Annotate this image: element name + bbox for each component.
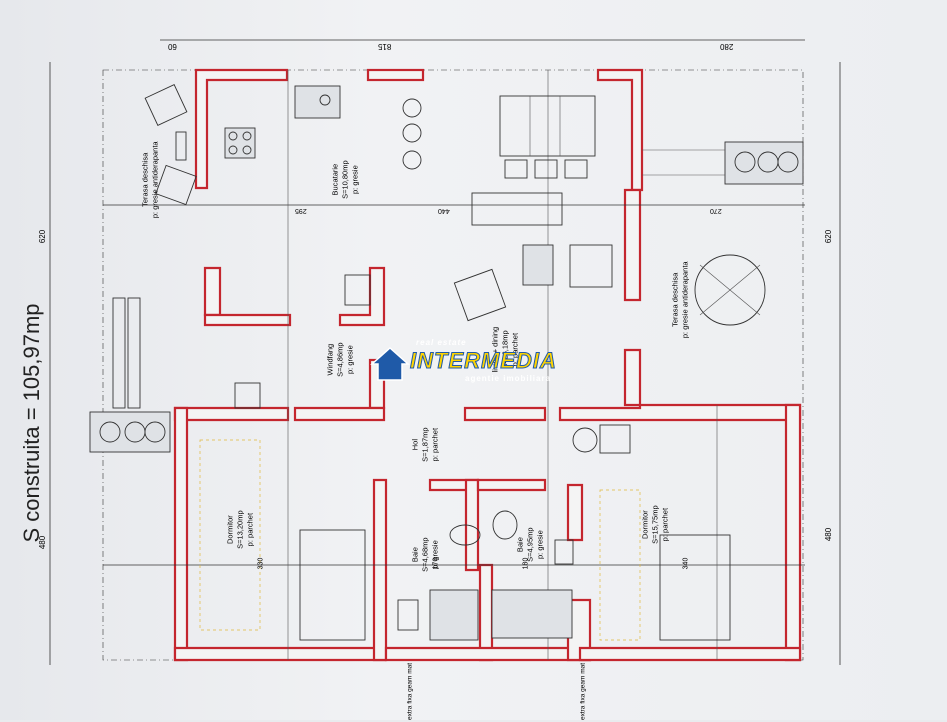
shower-icon: [429, 589, 479, 641]
wardrobe-1: [199, 439, 261, 631]
round-table-icon: [694, 254, 766, 326]
wall-bath2-top: [476, 478, 547, 492]
wall-bedroom2-right: [784, 403, 802, 662]
wall-mid-center: [463, 406, 547, 422]
house-logo-icon: [370, 346, 410, 381]
windfang-cabinet-icon: [344, 274, 371, 306]
dim-top-2: 815: [378, 42, 392, 51]
wall-dining-right: [596, 68, 644, 192]
bed-1-icon: [299, 529, 366, 641]
wall-mid-right: [558, 403, 802, 422]
dim-right-1: 620: [824, 229, 834, 244]
chair-icon: [599, 424, 631, 454]
wall-windfang-b: [203, 313, 292, 327]
wall-bedroom2-bottom: [578, 646, 802, 662]
wall-bath-bottom: [384, 646, 592, 662]
wall-kitchen-left: [194, 68, 289, 190]
wall-mid-left2: [293, 406, 386, 422]
washbasin-2-icon: [492, 510, 518, 540]
dim-row1-c: 270: [710, 207, 722, 214]
dim-right-2: 480: [824, 527, 834, 542]
wardrobe-2: [599, 489, 641, 641]
dim-top-1: 60: [168, 42, 177, 51]
wall-bath-divider-a: [464, 478, 480, 572]
wall-windfang-c: [338, 266, 386, 327]
terrace-chair-icon: [144, 84, 188, 126]
stool-icon: [402, 98, 422, 118]
coffee-table-icon: [522, 244, 554, 286]
windfang-chair-icon: [234, 382, 261, 409]
watermark-logo: real estate INTERMEDIA agentie imobiliar…: [370, 336, 590, 392]
wall-bedroom1-left: [173, 406, 189, 662]
bed-2-icon: [659, 534, 731, 641]
dining-table-icon: [499, 95, 596, 157]
wall-living-right-upper: [623, 188, 642, 302]
outdoor-table-right-icon: [724, 141, 804, 185]
window-label-2: extra fixa geam mat: [579, 662, 587, 721]
dim-row1-b: 440: [438, 207, 450, 214]
dim-row1-a: 295: [295, 207, 307, 214]
stove-icon: [224, 127, 256, 159]
dim-left-1: 620: [38, 229, 48, 244]
wall-mid-left: [173, 406, 290, 422]
bathtub-icon: [491, 589, 573, 639]
washbasin-1-icon: [449, 524, 481, 546]
window-label-1: extra fixa geam mat: [406, 662, 414, 721]
terrace-steps: [112, 297, 126, 409]
toilet-2-icon: [554, 539, 574, 565]
wall-bath2-right: [566, 483, 584, 542]
wall-living-right-lower: [623, 348, 642, 407]
watermark-tagline-top: real estate: [416, 338, 467, 347]
wall-windfang-a: [203, 266, 222, 317]
wall-bedroom1-right: [372, 478, 388, 662]
dim-top-3: 280: [720, 42, 734, 51]
watermark-brand: INTERMEDIA: [410, 348, 557, 374]
wall-kitchen-top: [366, 68, 425, 82]
dim-row2-d: 340: [682, 557, 690, 570]
dim-row2-a: 330: [257, 557, 265, 570]
kitchen-sink-icon: [294, 85, 341, 119]
armchair-icon: [569, 244, 613, 288]
outdoor-table-left-icon: [89, 411, 171, 453]
wall-bedroom1-bottom: [173, 646, 387, 662]
sofa-icon: [471, 192, 563, 226]
wall-bath-divider-b: [478, 563, 494, 662]
watermark-tagline-bottom: agentie imobiliara: [465, 374, 552, 383]
toilet-1-icon: [397, 599, 419, 631]
title-label: S construita = 105,97mp: [19, 303, 44, 543]
dim-left-2: 480: [38, 535, 48, 550]
